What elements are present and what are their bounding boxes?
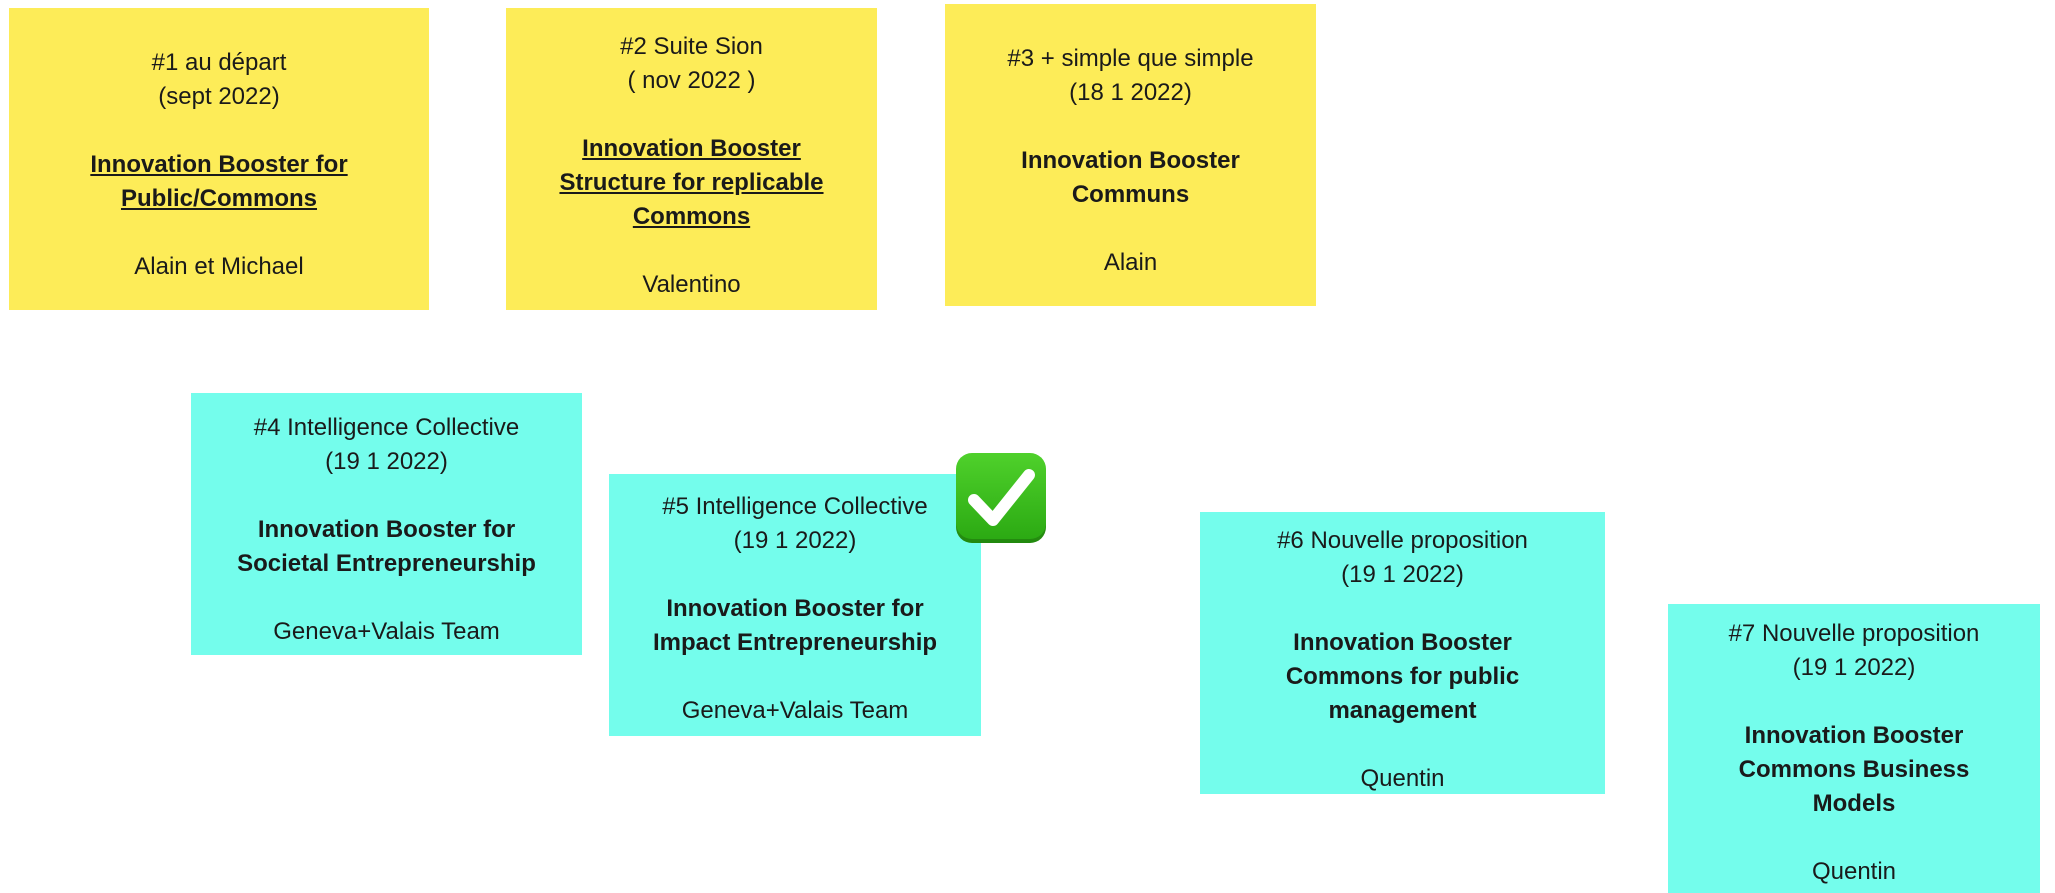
sticky-note-6[interactable]: #6 Nouvelle proposition (19 1 2022) Inno… xyxy=(1200,512,1605,794)
note-author: Quentin xyxy=(1811,858,1897,885)
sticky-note-4[interactable]: #4 Intelligence Collective (19 1 2022) I… xyxy=(191,393,582,655)
note-title-line: Structure for replicable xyxy=(559,169,824,196)
note-title-line: Innovation Booster for xyxy=(257,516,516,543)
note-date: (19 1 2022) xyxy=(1792,654,1916,681)
note-date: (19 1 2022) xyxy=(733,527,857,554)
note-date: ( nov 2022 ) xyxy=(627,67,756,94)
note-title-line: Innovation Booster xyxy=(1021,147,1240,174)
note-date: (18 1 2022) xyxy=(1069,79,1192,106)
sticky-note-3[interactable]: #3 + simple que simple (18 1 2022) Innov… xyxy=(945,4,1316,306)
note-heading: #5 Intelligence Collective xyxy=(662,493,928,520)
sticky-note-7[interactable]: #7 Nouvelle proposition (19 1 2022) Inno… xyxy=(1668,604,2040,893)
note-author: Geneva+Valais Team xyxy=(681,697,909,724)
note-title-line: Innovation Booster xyxy=(582,135,801,162)
note-title-line: Communs xyxy=(1071,181,1190,208)
note-date: (sept 2022) xyxy=(158,83,280,110)
note-author: Geneva+Valais Team xyxy=(273,618,500,645)
note-title-line: Public/Commons xyxy=(120,185,318,212)
note-author: Quentin xyxy=(1360,765,1445,792)
note-title-line: Commons Business xyxy=(1738,756,1970,783)
note-heading: #4 Intelligence Collective xyxy=(253,414,520,441)
note-title-line: Innovation Booster xyxy=(1293,629,1512,656)
note-title-line: management xyxy=(1328,697,1477,724)
note-heading: #7 Nouvelle proposition xyxy=(1728,620,1980,647)
note-heading: #2 Suite Sion xyxy=(620,33,763,60)
note-title-line: Innovation Booster xyxy=(1744,722,1964,749)
note-title-line: Societal Entrepreneurship xyxy=(237,550,536,577)
note-title-line: Commons for public xyxy=(1285,663,1520,690)
note-date: (19 1 2022) xyxy=(1341,561,1464,588)
note-date: (19 1 2022) xyxy=(325,448,448,475)
note-title-line: Innovation Booster for xyxy=(90,151,348,178)
note-title-line: Models xyxy=(1812,790,1896,817)
note-title-line: Innovation Booster for xyxy=(666,595,924,622)
note-heading: #1 au départ xyxy=(151,49,287,76)
note-title-line: Impact Entrepreneurship xyxy=(652,629,938,656)
note-author: Alain xyxy=(1103,249,1158,276)
check-mark-button-icon xyxy=(956,453,1046,543)
sticky-note-1[interactable]: #1 au départ (sept 2022) Innovation Boos… xyxy=(9,8,429,310)
note-author: Valentino xyxy=(642,271,741,298)
note-heading: #3 + simple que simple xyxy=(1007,45,1254,72)
note-title-line: Commons xyxy=(632,203,751,230)
sticky-note-2[interactable]: #2 Suite Sion ( nov 2022 ) Innovation Bo… xyxy=(506,8,877,310)
note-heading: #6 Nouvelle proposition xyxy=(1277,527,1528,554)
sticky-note-5[interactable]: #5 Intelligence Collective (19 1 2022) I… xyxy=(609,474,981,736)
note-author: Alain et Michael xyxy=(134,253,304,280)
